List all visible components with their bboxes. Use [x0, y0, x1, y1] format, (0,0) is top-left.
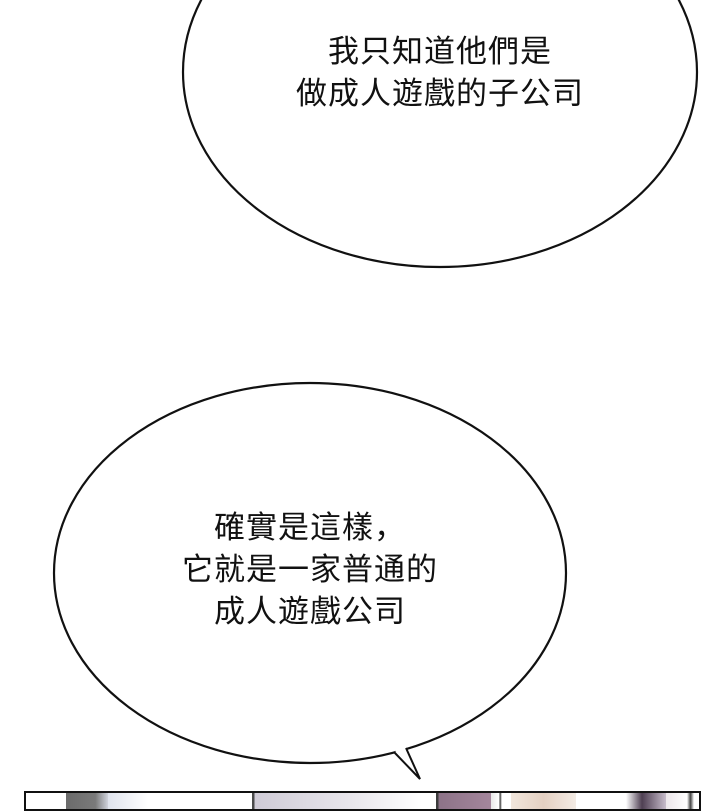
bubble-2-line-3: 成人遊戲公司 [214, 594, 406, 630]
bubble-2-line-2: 它就是一家普通的 [182, 552, 438, 588]
panel-art-gray-block [66, 793, 108, 809]
speech-bubble-1-text: 我只知道他們是 做成人遊戲的子公司 [240, 31, 640, 115]
panel-art-shadow [626, 793, 666, 809]
panel-art-hair [436, 793, 491, 809]
speech-bubble-1 [181, 0, 699, 269]
bubble-2-line-1: 確實是這樣， [214, 510, 406, 546]
panel-art-skin [511, 793, 576, 809]
speech-bubble-2-tail [393, 747, 421, 780]
panel-art-frame [491, 793, 511, 809]
next-comic-panel [24, 791, 701, 811]
bubble-1-line-1: 我只知道他們是 [328, 34, 552, 70]
speech-bubble-2-text: 確實是這樣， 它就是一家普通的 成人遊戲公司 [110, 507, 510, 633]
speech-bubble-2 [52, 381, 568, 765]
panel-art-diagonal [252, 793, 422, 809]
bubble-1-line-2: 做成人遊戲的子公司 [296, 76, 584, 112]
panel-art-edge [666, 793, 699, 809]
panel-art-fade [108, 793, 148, 809]
